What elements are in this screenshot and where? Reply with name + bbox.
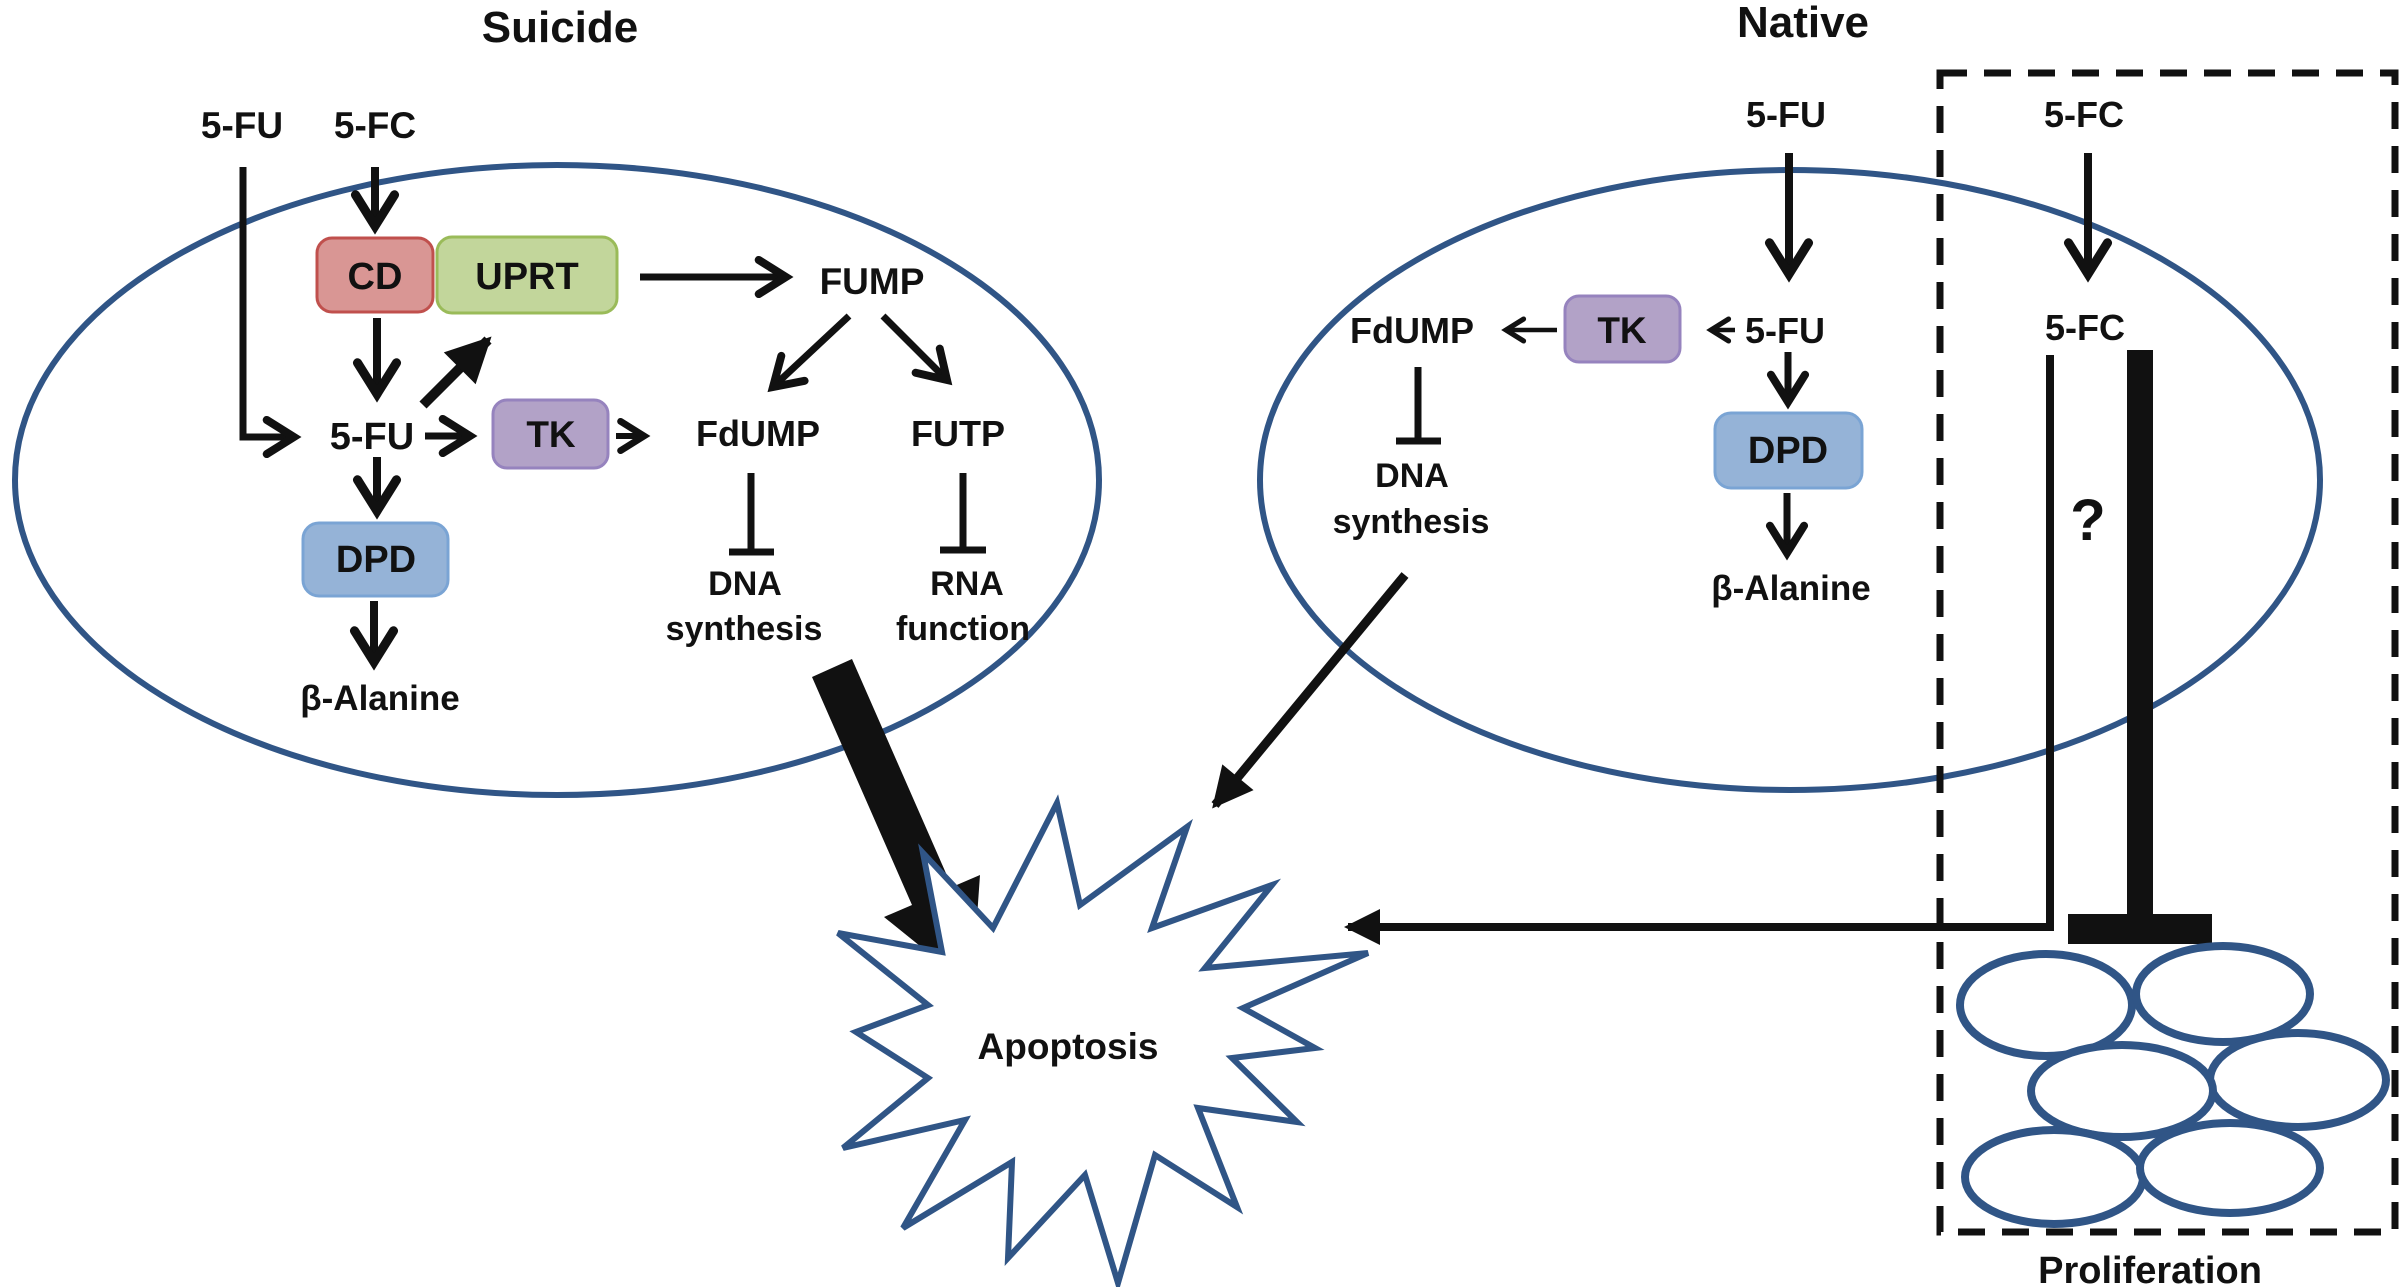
arrow-5fu-to-uprt (419, 336, 492, 409)
internal-5fc-label: 5-FC (2045, 307, 2125, 348)
rna-label: RNA (930, 565, 1004, 603)
native-input-5fu-label: 5-FU (1746, 94, 1826, 135)
arrow-native-to-apoptosis (1211, 572, 1409, 809)
native-beta-alanine-label: β-Alanine (1711, 569, 1870, 608)
apoptosis-starburst (836, 794, 1370, 1287)
suicide-tk-box (491, 398, 610, 470)
suicide-fdump-label: FdUMP (696, 413, 820, 454)
native-dna-sub-label: synthesis (1333, 503, 1490, 541)
suicide-input-5fu-label: 5-FU (201, 105, 283, 146)
native-tk-label: TK (1597, 310, 1647, 351)
suicide-tk-label: TK (526, 414, 576, 455)
proliferation-cell (2206, 1029, 2390, 1131)
inhibit-5fc-proliferation-bar (2068, 914, 2212, 944)
proliferation-cell (1956, 950, 2136, 1060)
suicide-dna-sub-label: synthesis (666, 610, 823, 648)
proliferation-cell (2027, 1041, 2217, 1141)
native-title: Native (1737, 0, 1869, 47)
proliferation-cell-cluster (1956, 942, 2390, 1228)
arrow-5fu-entry-elbow (239, 167, 302, 459)
suicide-title: Suicide (482, 3, 639, 52)
fump-label: FUMP (820, 261, 925, 302)
question-mark-label: ? (2070, 488, 2105, 553)
native-dpd-label: DPD (1748, 430, 1828, 472)
suicide-5fu-label: 5-FU (330, 416, 414, 458)
uprt-label: UPRT (475, 256, 578, 298)
proliferation-label: Proliferation (2038, 1250, 2262, 1287)
arrow-fump-to-fdump (767, 313, 852, 393)
native-dna-label: DNA (1375, 457, 1449, 495)
suicide-input-5fc-label: 5-FC (334, 105, 416, 146)
suicide-beta-alanine-label: β-Alanine (300, 679, 459, 718)
futp-label: FUTP (911, 413, 1005, 454)
native-5fu-label: 5-FU (1745, 310, 1825, 351)
suicide-cell-membrane (12, 162, 1102, 798)
cd-label: CD (348, 256, 403, 298)
arrow-fump-to-futp (880, 313, 953, 386)
proliferation-cell (2136, 1119, 2324, 1217)
native-tk-box (1563, 294, 1682, 364)
apoptosis-label: Apoptosis (978, 1026, 1159, 1067)
arrow-5fc-to-apoptosis (1344, 355, 2054, 945)
cd-box (315, 236, 435, 314)
suicide-dpd-label: DPD (336, 539, 416, 581)
rna-sub-label: function (896, 610, 1030, 648)
native-fdump-label: FdUMP (1350, 310, 1474, 351)
proliferation-cell (1961, 1126, 2147, 1228)
suicide-dna-label: DNA (708, 565, 782, 603)
suicide-dpd-box (301, 521, 450, 598)
5fc-region-dashed-box (1936, 69, 2399, 1236)
uprt-box (435, 235, 619, 315)
proliferation-cell (2132, 942, 2314, 1046)
region-input-5fc-label: 5-FC (2044, 94, 2124, 135)
native-dpd-box (1713, 411, 1864, 490)
